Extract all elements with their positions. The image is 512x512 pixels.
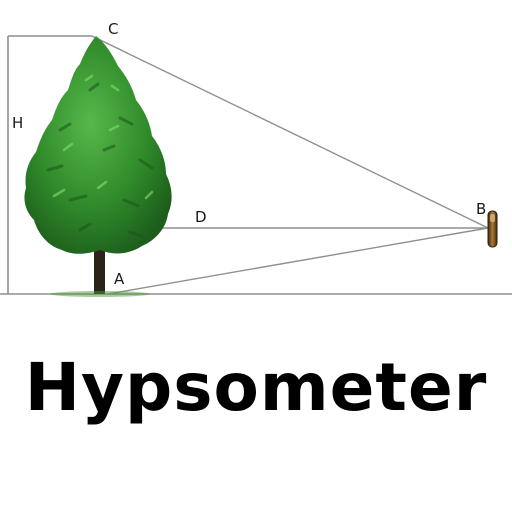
app-title: Hypsometer <box>24 349 488 426</box>
conifer-tree-icon <box>24 36 172 297</box>
hypsometer-device-icon <box>487 210 498 248</box>
tree-grass <box>50 291 150 297</box>
sight-line-bc <box>91 35 489 229</box>
tree-foliage-highlights <box>52 74 154 200</box>
label-d: D <box>195 208 207 226</box>
label-h: H <box>12 114 23 132</box>
sight-line-ba <box>107 227 489 295</box>
tree-trunk <box>94 220 105 294</box>
label-a: A <box>114 270 125 288</box>
label-c: C <box>108 20 118 38</box>
label-b: B <box>476 200 486 218</box>
tree-foliage-texture <box>46 82 154 238</box>
tree-foliage <box>24 36 172 254</box>
